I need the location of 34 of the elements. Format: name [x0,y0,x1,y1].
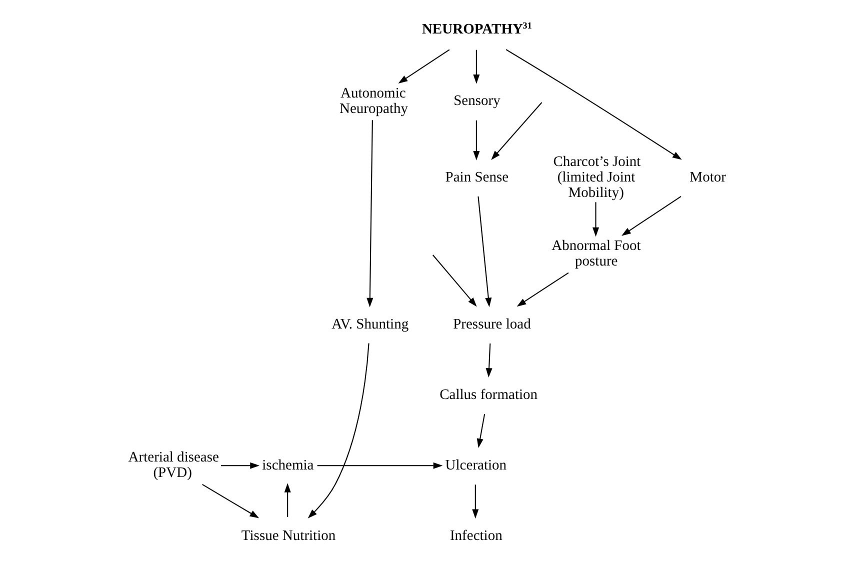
node-text: Charcot’s Joint (limited Joint Mobility) [552,154,640,202]
node-text: Pain Sense [444,170,508,186]
arrow [620,196,681,236]
arrow [220,462,259,469]
arrow [398,49,450,84]
arrow [202,484,259,518]
arrow [472,50,480,84]
arrow [490,102,542,160]
node-text: AV. Shunting [331,316,408,332]
arrow [516,272,568,307]
node-text: Ulceration [444,457,506,474]
node-text: Sensory [453,93,500,110]
node-text: Arterial disease (PVD) [128,450,218,482]
arrow [472,484,478,519]
arrow [592,202,599,237]
arrow [316,462,442,469]
arrow [307,343,369,518]
arrow [477,196,492,308]
node-text: Pressure load [452,316,530,332]
arrow [432,254,476,307]
node-text: Infection [449,528,502,544]
node-text: ischemia [262,457,314,474]
node-text: Autonomic Neuropathy [338,85,408,118]
arrow [485,344,492,378]
node-text: Abnormal Foot posture [551,238,640,270]
node-text: Tissue Nutrition [240,528,336,544]
node-text: Motor [689,170,726,186]
arrow [284,483,290,518]
arrow [505,49,682,160]
arrow [472,120,480,160]
node-text: NEUROPATHY$^{31}$ [421,22,532,38]
arrow [366,120,373,308]
arrow [476,414,485,448]
node-text: Callus formation [439,386,538,403]
